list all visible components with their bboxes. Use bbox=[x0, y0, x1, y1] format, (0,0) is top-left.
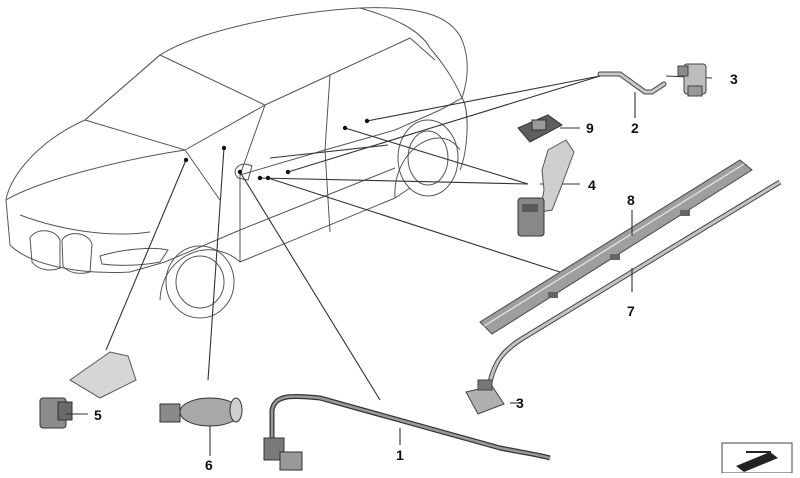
part-2-bracket bbox=[597, 71, 667, 95]
pickup-dots bbox=[183, 118, 370, 181]
callout-3-bottom: 3 bbox=[516, 395, 524, 411]
callout-1: 1 bbox=[396, 447, 404, 463]
part-8-sill-strip bbox=[479, 159, 753, 335]
part-4-bracket bbox=[517, 139, 575, 237]
part-3-sensor-bottom bbox=[465, 379, 505, 415]
callout-leaders bbox=[66, 210, 633, 456]
callout-9: 9 bbox=[586, 120, 594, 136]
part-1-cable bbox=[263, 394, 551, 471]
catalog-arrow-icon bbox=[721, 442, 793, 474]
vehicle-outline bbox=[5, 7, 468, 319]
callout-4: 4 bbox=[588, 177, 596, 193]
callout-labels: 1 2 3 3 4 5 6 7 8 9 bbox=[94, 71, 738, 473]
part-7-cable bbox=[487, 179, 782, 383]
callout-2: 2 bbox=[631, 120, 639, 136]
part-5-bracket bbox=[39, 351, 137, 429]
callout-3-top: 3 bbox=[730, 71, 738, 87]
callout-6: 6 bbox=[205, 457, 213, 473]
part-6-sensor bbox=[159, 397, 243, 427]
part-3-sensor-top bbox=[677, 63, 707, 97]
callout-7: 7 bbox=[627, 303, 635, 319]
leader-lines bbox=[105, 75, 713, 401]
callout-8: 8 bbox=[627, 192, 635, 208]
callout-5: 5 bbox=[94, 407, 102, 423]
part-9-connector bbox=[517, 114, 563, 143]
